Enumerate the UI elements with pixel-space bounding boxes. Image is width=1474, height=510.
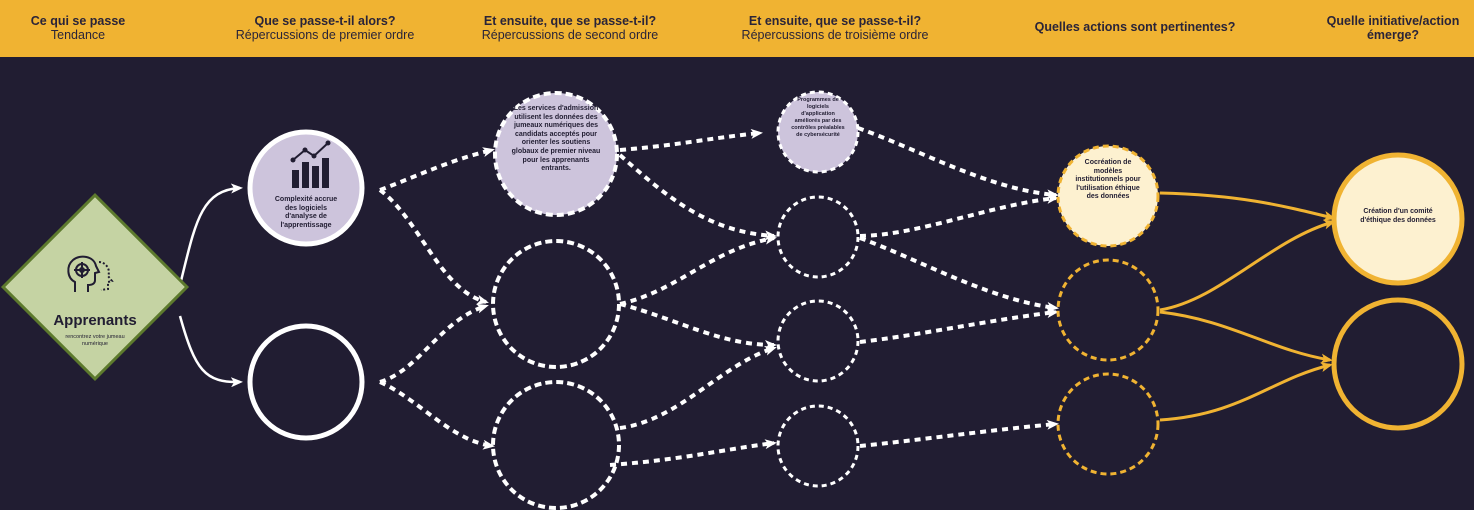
third-order-node-4 — [776, 404, 860, 488]
connector-t3-a2 — [859, 308, 1059, 344]
dashed-connectors — [378, 126, 1059, 467]
connector-a2-i2 — [1159, 310, 1333, 364]
column-title: Et ensuite, que se passe-t-il? — [748, 14, 922, 28]
action-node-1 — [1056, 144, 1160, 248]
header-bar: Ce qui se passe Tendance Que se passe-t-… — [0, 0, 1474, 57]
connector-f2-s2 — [379, 303, 489, 384]
connector-s1-t2 — [618, 153, 777, 241]
connector-t2-a2 — [859, 236, 1059, 312]
column-header-trend: Ce qui se passe Tendance — [18, 14, 138, 42]
connector-trend-to-first-1 — [178, 183, 243, 286]
column-title: Quelle initiative/action émerge? — [1326, 14, 1460, 42]
connector-s3-t3 — [619, 345, 777, 430]
connector-a2-i1 — [1159, 219, 1336, 312]
column-title: Ce qui se passe — [30, 14, 126, 28]
connector-f1-s1 — [379, 147, 495, 192]
connector-s2-t3 — [619, 302, 777, 350]
action-node-2 — [1056, 258, 1160, 362]
connector-trend-to-first-2 — [178, 315, 243, 388]
column-subtitle: Répercussions de second ordre — [481, 28, 659, 42]
connector-s2-t2 — [619, 234, 777, 306]
target-head-icon — [67, 255, 114, 292]
column-subtitle: Répercussions de premier ordre — [235, 28, 415, 42]
third-order-node-1-text: Programmes de logiciels d'application am… — [791, 97, 845, 138]
trend-diamond — [0, 192, 190, 382]
third-order-node-3 — [776, 299, 860, 383]
trend-title: Apprenants — [53, 312, 137, 329]
action-connectors — [1159, 191, 1336, 422]
connector-t2-a1 — [859, 193, 1059, 238]
second-order-node-1-text: Les services d'admission utilisent les d… — [511, 105, 601, 173]
column-title: Quelles actions sont pertinentes? — [1034, 20, 1236, 34]
connector-f2-s3 — [379, 380, 495, 450]
connector-a3-i2 — [1159, 362, 1333, 422]
column-header-second-order: Et ensuite, que se passe-t-il? Répercuss… — [450, 14, 690, 42]
column-header-initiative: Quelle initiative/action émerge? — [1318, 14, 1468, 42]
trend-subtitle: rencontrez votre jumeau numérique — [65, 334, 125, 347]
initiative-node-2 — [1331, 297, 1465, 431]
action-node-1-text: Cocréation de modèles institutionnels po… — [1075, 159, 1141, 200]
column-title: Que se passe-t-il alors? — [254, 14, 396, 28]
column-subtitle: Répercussions de troisième ordre — [741, 28, 929, 42]
first-order-node-2 — [247, 323, 365, 441]
second-order-node-1 — [493, 91, 619, 217]
column-header-actions: Quelles actions sont pertinentes? — [1010, 20, 1260, 34]
column-title: Et ensuite, que se passe-t-il? — [483, 14, 657, 28]
connector-f1-s2 — [378, 188, 489, 305]
column-subtitle: Tendance — [50, 28, 106, 42]
trend-connectors — [178, 183, 243, 388]
connector-s3-t4 — [609, 439, 777, 467]
trend-node — [0, 192, 190, 382]
initiative-node-1-text: Création d'un comité d'éthique des donné… — [1360, 208, 1436, 224]
second-order-node-3 — [491, 380, 621, 510]
column-header-first-order: Que se passe-t-il alors? Répercussions d… — [205, 14, 445, 42]
first-order-node-1-text: Complexité accrue des logiciels d'analys… — [274, 196, 338, 229]
second-order-node-2 — [491, 239, 621, 369]
third-order-node-2 — [776, 195, 860, 279]
connector-s1-t1 — [619, 128, 763, 152]
action-node-3 — [1056, 372, 1160, 476]
connector-t4-a3 — [859, 419, 1059, 448]
connector-a1-i1 — [1159, 191, 1336, 221]
connector-t1-a1 — [857, 126, 1059, 200]
initiative-node-1 — [1331, 152, 1465, 286]
third-order-node-1 — [776, 90, 860, 174]
analytics-chart-icon — [290, 140, 331, 188]
column-header-third-order: Et ensuite, que se passe-t-il? Répercuss… — [710, 14, 960, 42]
